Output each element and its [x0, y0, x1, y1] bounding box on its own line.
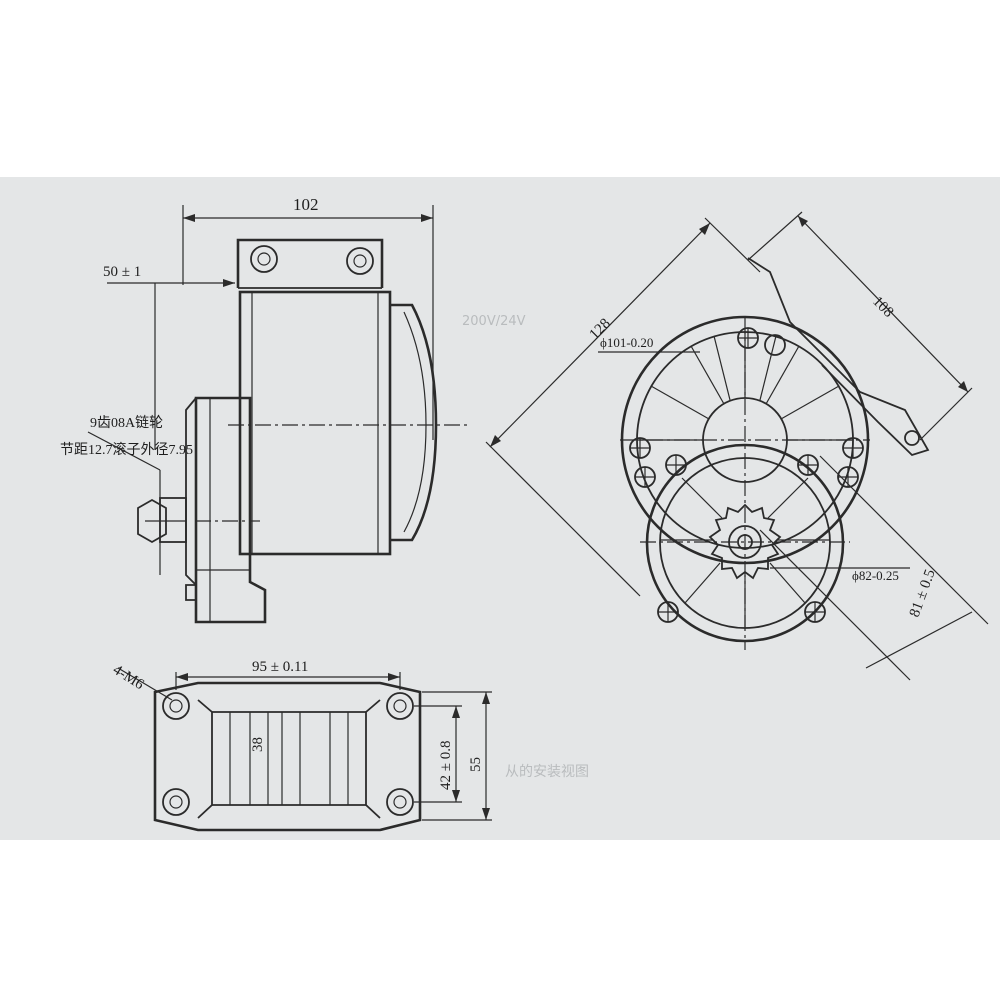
dim-plate-height: 55 — [468, 757, 484, 772]
dim-line-mount-height — [797, 215, 969, 393]
end-cap — [390, 303, 438, 542]
sprocket-note-pitch: 节距12.7滚子外径7.95 — [60, 441, 193, 458]
dim-mount-height: 108 — [869, 294, 896, 321]
bracket-bolt-right — [346, 247, 374, 275]
bore-top-callout: ϕ101-0.20 — [600, 335, 653, 350]
flange-bolts — [629, 327, 864, 623]
plate-hole-bottom-left — [162, 788, 190, 816]
holes-leader — [117, 667, 173, 701]
bleed-through-label: 200V/24V — [462, 314, 526, 329]
gearbox-housing — [194, 396, 267, 624]
dim-line-diagonal-width — [489, 222, 711, 448]
front-view: 128 108 81 ± 0.5 — [485, 211, 989, 681]
sprocket-note-teeth: 9齿08A链轮 — [90, 415, 163, 431]
dim-line-center-distance — [865, 611, 973, 669]
dim-overall-length: 102 — [293, 195, 319, 214]
plate-hole-top-right — [386, 692, 414, 720]
mounting-plate — [153, 681, 422, 832]
top-bracket — [236, 238, 384, 288]
dim-center-distance: 81 ± 0.5 — [907, 567, 939, 619]
front-bracket — [747, 257, 930, 457]
note-leader — [87, 431, 161, 471]
side-view: 102 50 ± 1 — [60, 195, 468, 624]
bracket-bolt-left — [250, 245, 278, 273]
plate-hole-top-left — [162, 692, 190, 720]
gear-housing — [645, 443, 845, 643]
dim-sprocket-offset: 50 ± 1 — [103, 264, 141, 280]
bleed-through-caption: 从的安装视图 — [505, 764, 589, 780]
dim-inner-width: 38 — [250, 737, 266, 752]
dim-hole-spacing-y: 42 ± 0.8 — [438, 741, 454, 790]
dim-hole-spacing-x: 95 ± 0.11 — [252, 659, 308, 675]
shaft-nut — [137, 498, 167, 544]
motor-body — [238, 290, 392, 556]
dim-line-center-distance-ext — [759, 529, 911, 681]
plate-hole-bottom-right — [386, 788, 414, 816]
bore-bottom-callout: ϕ82-0.25 — [852, 568, 899, 583]
holes-callout: 4-M6 — [110, 662, 147, 693]
mounting-plate-view: 4-M6 95 ± 0.11 38 42 ± 0.8 55 — [110, 659, 492, 832]
